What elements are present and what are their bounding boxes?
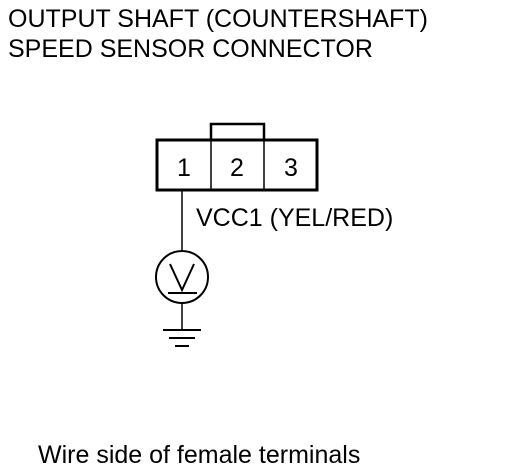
ground-icon — [163, 329, 201, 347]
voltmeter-icon — [155, 250, 209, 304]
title-line-2: SPEED SENSOR CONNECTOR — [8, 35, 373, 63]
terminal-2-label: 2 — [230, 154, 244, 182]
connector-body — [155, 138, 319, 192]
connector-lock-tab — [209, 122, 266, 142]
diagram-title: OUTPUT SHAFT (COUNTERSHAFT) SPEED SENSOR… — [8, 4, 428, 64]
title-line-1: OUTPUT SHAFT (COUNTERSHAFT) — [8, 5, 428, 33]
wire-label: VCC1 (YEL/RED) — [196, 204, 393, 232]
voltmeter-v-glyph — [169, 263, 195, 293]
terminal-1-label: 1 — [177, 154, 191, 182]
view-caption: Wire side of female terminals — [38, 441, 361, 469]
terminal-3-label: 3 — [284, 154, 298, 182]
